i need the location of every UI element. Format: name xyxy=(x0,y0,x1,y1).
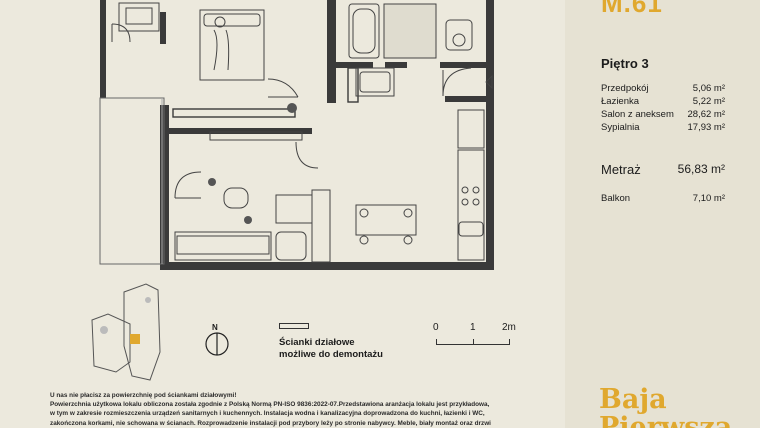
unit-info-panel: M.61 Piętro 3 Przedpokój 5,06 m² Łazienk… xyxy=(565,0,760,428)
removable-partitions xyxy=(172,67,359,118)
room-name: Łazienka xyxy=(601,96,640,107)
note-line-2: Powierzchnia użytkowa lokalu obliczona z… xyxy=(50,401,490,409)
room-list: Przedpokój 5,06 m² Łazienka 5,22 m² Salo… xyxy=(601,82,725,134)
floor-plan-area: N Ścianki działowe możliwe do demontażu … xyxy=(50,0,530,428)
building-site-map xyxy=(91,283,161,381)
unit-code: M.61 xyxy=(601,0,663,18)
total-area-label: Metraż xyxy=(601,162,641,177)
room-row: Sypialnia 17,93 m² xyxy=(601,121,725,134)
scale-label-2: 2m xyxy=(502,322,516,333)
balcony-label: Balkon xyxy=(601,193,631,204)
north-compass: N xyxy=(203,323,231,357)
scale-mid-tick xyxy=(473,339,474,345)
room-area: 5,06 m² xyxy=(692,83,725,94)
scale-bar: 0 1 2m xyxy=(430,322,520,350)
floor-label: Piętro 3 xyxy=(601,56,649,71)
floor-plan-drawing xyxy=(91,0,494,381)
scale-label-1: 1 xyxy=(470,322,476,333)
room-name: Przedpokój xyxy=(601,83,649,94)
brand-logo: Baja Pierwsza xyxy=(599,386,732,428)
room-row: Przedpokój 5,06 m² xyxy=(601,82,725,95)
scale-label-0: 0 xyxy=(433,322,439,333)
total-area-value: 56,83 m² xyxy=(677,162,725,176)
balcony-outline xyxy=(99,97,165,265)
compass-label: N xyxy=(212,323,218,332)
removable-wall-legend-swatch xyxy=(279,323,309,329)
room-area: 28,62 m² xyxy=(687,109,726,120)
room-name: Sypialnia xyxy=(601,122,640,133)
living-room-furniture xyxy=(174,131,417,263)
room-row: Salon z aneksem 28,62 m² xyxy=(601,108,725,121)
kitchen-units xyxy=(457,74,493,261)
room-row: Łazienka 5,22 m² xyxy=(601,95,725,108)
brand-line-1: Baja xyxy=(599,384,667,415)
note-line-1: U nas nie płacisz za powierzchnię pod śc… xyxy=(50,392,237,399)
brand-line-2: Pierwsza xyxy=(599,412,733,428)
total-area: Metraż 56,83 m² xyxy=(601,162,725,177)
compass-icon xyxy=(205,332,229,356)
note-line-3: w tym w zakresie rozmieszczenia urządzeń… xyxy=(50,410,485,418)
plant-icons xyxy=(208,103,297,224)
balcony-area: Balkon 7,10 m² xyxy=(601,193,725,204)
legend-line-2: możliwe do demontażu xyxy=(279,349,383,360)
room-area: 17,93 m² xyxy=(687,122,726,133)
removable-wall-legend: Ścianki działowe możliwe do demontażu xyxy=(279,337,383,361)
room-name: Salon z aneksem xyxy=(601,109,674,120)
legend-line-1: Ścianki działowe xyxy=(279,337,355,348)
note-line-4: zakończona korkami, nie schowana w ścian… xyxy=(50,419,491,427)
disclaimer-note: U nas nie płacisz za powierzchnię pod śc… xyxy=(50,391,530,428)
balcony-value: 7,10 m² xyxy=(692,193,725,204)
bedroom-furniture xyxy=(111,2,299,98)
bathroom-fixtures xyxy=(348,3,473,97)
room-area: 5,22 m² xyxy=(692,96,725,107)
